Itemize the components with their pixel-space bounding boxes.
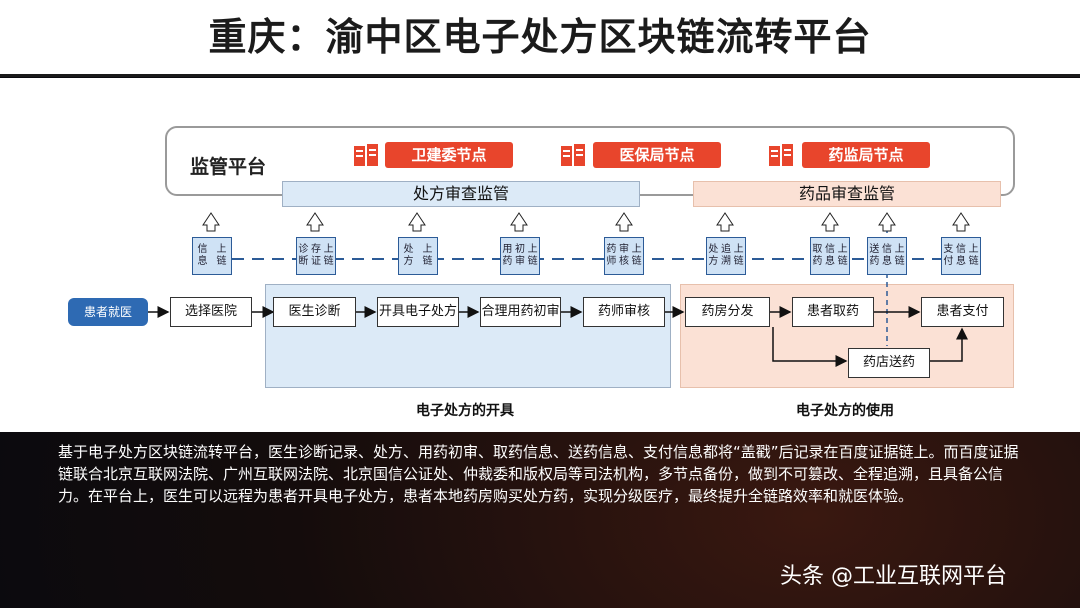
- step-pharmacy-dispense: 药房分发: [685, 297, 770, 327]
- chain-record-delivery: 送药信息上链: [867, 237, 907, 275]
- chain-record-info: 信息上链: [192, 237, 232, 275]
- chain-record-label: 支付: [943, 244, 954, 267]
- chain-record-label: 上链: [631, 244, 642, 267]
- page-title: 重庆：渝中区电子处方区块链流转平台: [208, 15, 872, 59]
- supervision-platform-label: 监管平台: [190, 156, 267, 178]
- step-select-hospital: 选择医院: [170, 297, 252, 327]
- chain-record-initial-review: 用药初审上链: [500, 237, 540, 275]
- step-doctor-diagnosis: 医生诊断: [273, 297, 356, 327]
- chain-record-prescription: 处方上链: [398, 237, 438, 275]
- node-badge-medical-insurance: 医保局节点: [593, 142, 721, 168]
- chain-record-label: 追溯: [721, 244, 731, 267]
- chain-record-label: 上链: [837, 244, 848, 267]
- node-badge-health-commission: 卫建委节点: [385, 142, 513, 168]
- step-pharmacy-delivery: 药店送药: [848, 348, 930, 378]
- chain-record-label: 初审: [515, 244, 525, 267]
- step-issue-prescription: 开具电子处方: [377, 297, 459, 327]
- chain-record-pharmacist-review: 药师审核上链: [604, 237, 644, 275]
- caption-prescription-use: 电子处方的使用: [796, 403, 894, 419]
- chain-record-diagnosis: 诊断存证上链: [296, 237, 336, 275]
- chain-record-traceability: 处方追溯上链: [706, 237, 746, 275]
- caption-prescription-issue: 电子处方的开具: [416, 403, 514, 419]
- chain-record-label: 用药: [502, 244, 513, 267]
- chain-record-pickup: 取药信息上链: [810, 237, 850, 275]
- server-icon: [561, 144, 585, 166]
- step-patient-payment: 患者支付: [921, 297, 1004, 327]
- node-badge-drug-administration: 药监局节点: [802, 142, 930, 168]
- start-patient-visit: 患者就医: [68, 298, 148, 326]
- chain-record-label: 存证: [311, 244, 321, 267]
- chain-record-label: 上链: [527, 244, 538, 267]
- band-drug-review: 药品审查监管: [693, 181, 1001, 207]
- chain-record-label: 上链: [323, 244, 334, 267]
- description-text: 基于电子处方区块链流转平台，医生诊断记录、处方、用药初审、取药信息、送药信息、支…: [58, 443, 1019, 505]
- watermark: 头条 @工业互联网平台: [780, 564, 1007, 589]
- flow-connectors: [148, 212, 970, 367]
- chain-record-label: 审核: [619, 244, 629, 267]
- chain-record-label: 上链: [422, 244, 433, 267]
- chain-record-label: 信息: [956, 244, 966, 267]
- chain-record-label: 信息: [825, 244, 835, 267]
- step-patient-pickup: 患者取药: [792, 297, 874, 327]
- chain-record-payment: 支付信息上链: [941, 237, 981, 275]
- chain-record-label: 处方: [403, 244, 414, 267]
- step-medication-review: 合理用药初审: [480, 297, 561, 327]
- step-pharmacist-review: 药师审核: [583, 297, 665, 327]
- diagram-panel: 监管平台 卫建委节点 医保局节点 药监局节点 处方审查监管 药品审查监管: [0, 78, 1080, 432]
- chain-record-label: 上链: [216, 244, 227, 267]
- chain-record-label: 信息: [882, 244, 892, 267]
- chain-record-label: 上链: [968, 244, 979, 267]
- chain-record-label: 诊断: [298, 244, 309, 267]
- band-prescription-review: 处方审查监管: [282, 181, 640, 207]
- chain-record-label: 取药: [812, 244, 823, 267]
- chain-record-label: 处方: [708, 244, 719, 267]
- chain-record-label: 药师: [606, 244, 617, 267]
- server-icon: [354, 144, 378, 166]
- server-icon: [769, 144, 793, 166]
- chain-record-label: 上链: [894, 244, 905, 267]
- chain-record-label: 上链: [733, 244, 744, 267]
- chain-record-label: 送药: [869, 244, 880, 267]
- title-bar: 重庆：渝中区电子处方区块链流转平台: [0, 0, 1080, 77]
- chain-record-label: 信息: [197, 244, 208, 267]
